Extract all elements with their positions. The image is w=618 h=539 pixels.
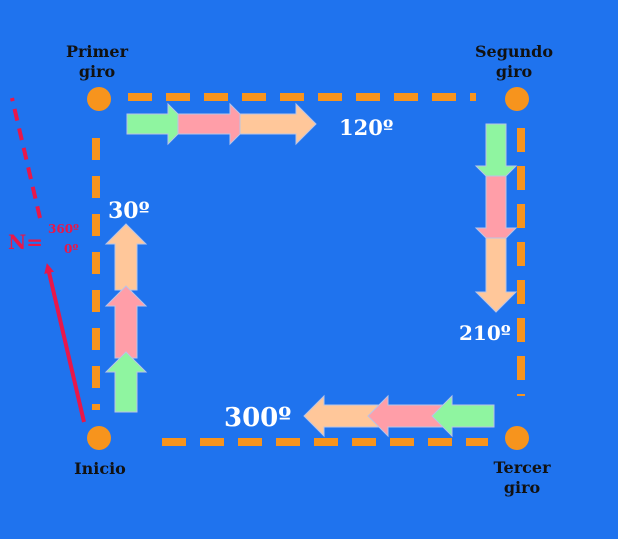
dot-first-turn <box>87 87 111 111</box>
dot-start <box>87 426 111 450</box>
arrow-bottom-green <box>431 394 495 438</box>
dot-third-turn <box>505 426 529 450</box>
arrows-top <box>126 102 317 146</box>
angle-label-210: 210º <box>459 321 511 345</box>
arrow-top-peach <box>239 102 317 146</box>
arrow-bottom-peach <box>303 394 385 438</box>
arrow-right-pink <box>474 175 518 249</box>
north-denominator: 0º <box>64 242 79 256</box>
north-indicator <box>10 97 86 423</box>
label-start: Inicio <box>74 459 126 478</box>
dot-second-turn <box>505 87 529 111</box>
north-arrow <box>44 263 86 423</box>
arrow-left-green <box>104 351 148 413</box>
arrow-top-pink <box>177 102 251 146</box>
north-numerator: 360º <box>48 222 80 236</box>
label-first-turn: Primer giro <box>65 42 129 81</box>
angle-label-300: 300º <box>224 403 292 433</box>
corner-dots <box>87 87 529 450</box>
arrows-left <box>104 223 148 413</box>
arrow-left-pink <box>104 285 148 359</box>
arrow-right-peach <box>474 237 518 313</box>
label-second-turn: Segundo giro <box>474 42 554 81</box>
north-dashed-line <box>10 97 42 219</box>
arrow-left-peach <box>104 223 148 291</box>
angle-label-30: 30º <box>108 198 150 224</box>
north-prefix: N= <box>8 230 44 254</box>
angle-label-120: 120º <box>339 115 394 140</box>
arrows-bottom <box>303 394 495 438</box>
arrow-bottom-pink <box>367 394 445 438</box>
dashed-path <box>92 93 525 446</box>
label-third-turn: Tercer giro <box>493 458 551 497</box>
arrows-right <box>474 123 518 313</box>
